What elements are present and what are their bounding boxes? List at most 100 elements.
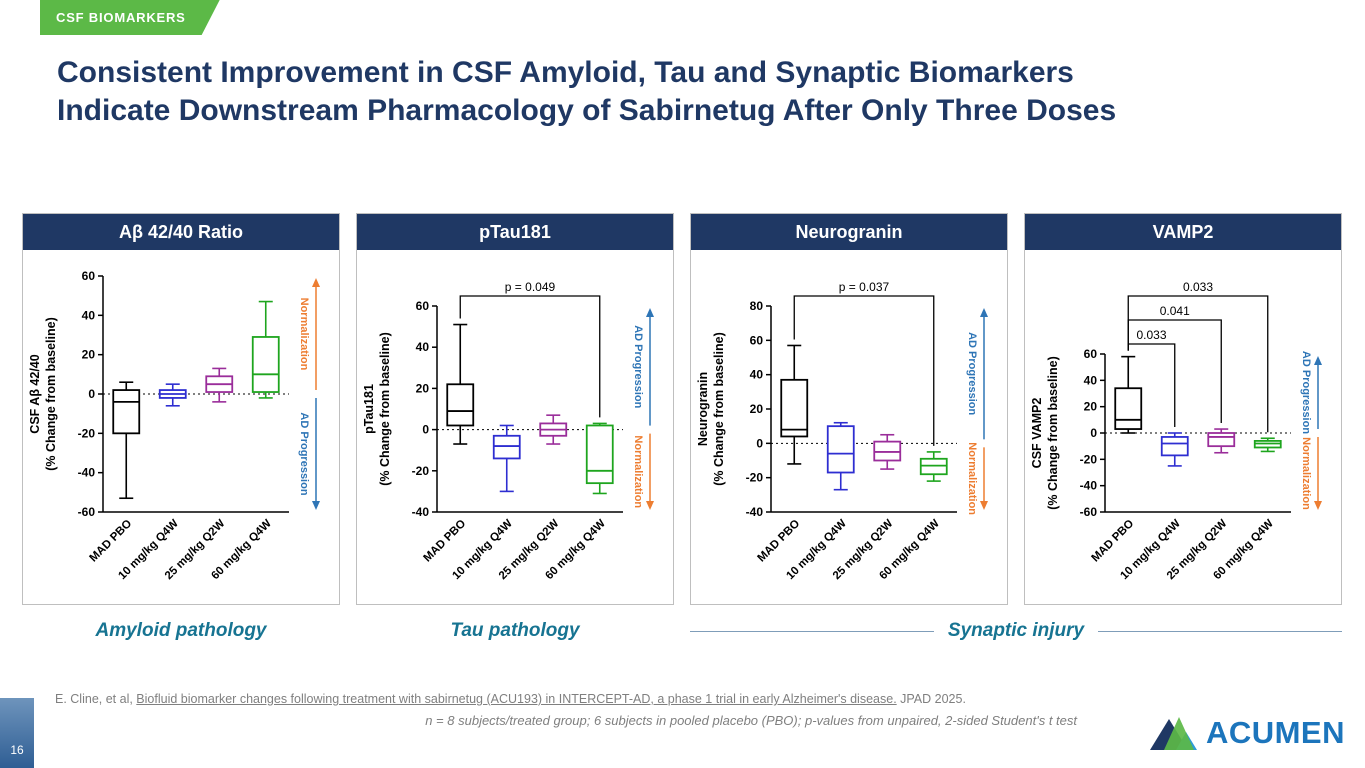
y-tick-label: 60	[750, 333, 764, 347]
normalization-annotation: Normalization	[298, 278, 320, 390]
y-tick-label: 0	[422, 423, 429, 437]
citation-prefix: E. Cline, et al,	[55, 692, 137, 706]
svg-text:Normalization: Normalization	[632, 435, 644, 508]
acumen-logo-mark-icon	[1149, 717, 1197, 750]
acumen-logo-text: ACUMEN	[1205, 715, 1345, 750]
box-group-0	[446, 323, 475, 445]
y-tick-label: 60	[416, 299, 430, 313]
y-tick-label: 40	[750, 368, 764, 382]
panel-header-ptau181: pTau181	[357, 214, 673, 250]
x-tick-label: MAD PBO	[421, 518, 468, 565]
panel-header-vamp2: VAMP2	[1025, 214, 1341, 250]
box-group-0	[112, 381, 141, 500]
svg-text:AD Progression: AD Progression	[966, 332, 978, 415]
svg-text:AD Progression: AD Progression	[1300, 351, 1312, 434]
pvalue-bracket: p = 0.049	[459, 280, 601, 418]
ad-progression-annotation: AD Progression	[632, 308, 654, 426]
svg-text:AD Progression: AD Progression	[632, 325, 644, 408]
y-axis-sublabel: (% Change from baseline)	[44, 317, 58, 471]
y-axis-label: Neurogranin	[696, 372, 710, 446]
box-group-0	[780, 344, 809, 465]
ad-progression-annotation: AD Progression	[298, 398, 320, 510]
box-group-1	[492, 424, 521, 493]
y-tick-label: 0	[1090, 426, 1097, 440]
category-label-synaptic-wrap: Synaptic injury	[690, 620, 1343, 642]
citation-article-title: Biofluid biomarker changes following tre…	[136, 692, 897, 706]
y-axis-label: pTau181	[362, 384, 376, 434]
y-axis-sublabel: (% Change from baseline)	[378, 332, 392, 486]
y-tick-label: 0	[756, 436, 763, 450]
y-tick-label: 0	[88, 387, 95, 401]
citation: E. Cline, et al, Biofluid biomarker chan…	[55, 692, 1077, 706]
category-label-tau: Tau pathology	[450, 620, 580, 641]
y-tick-label: 40	[82, 308, 96, 322]
svg-text:Normalization: Normalization	[1300, 437, 1312, 510]
methods-note: n = 8 subjects/treated group; 6 subjects…	[425, 713, 1077, 728]
page-number: 16	[10, 743, 24, 757]
y-axis-label: CSF Aβ 42/40	[28, 354, 42, 433]
divider-line-right	[1098, 630, 1343, 632]
box-group-2	[1207, 428, 1236, 454]
pvalue-label: 0.041	[1160, 304, 1190, 318]
category-label-amyloid: Amyloid pathology	[95, 620, 267, 641]
svg-text:AD Progression: AD Progression	[298, 412, 310, 495]
y-tick-label: 80	[750, 299, 764, 313]
pvalue-label: 0.033	[1183, 280, 1213, 294]
footer: E. Cline, et al, Biofluid biomarker chan…	[55, 692, 1077, 728]
y-tick-label: -20	[1080, 452, 1098, 466]
ad-progression-annotation: AD Progression	[1300, 351, 1322, 434]
category-label-synaptic: Synaptic injury	[947, 620, 1085, 641]
normalization-annotation: Normalization	[632, 433, 654, 510]
panel-header-neurogranin: Neurogranin	[691, 214, 1007, 250]
pvalue-label: 0.033	[1136, 328, 1166, 342]
box-group-3	[1253, 437, 1282, 453]
box-group-3	[585, 422, 614, 495]
y-tick-label: 40	[416, 340, 430, 354]
y-tick-label: 20	[750, 402, 764, 416]
y-tick-label: -40	[78, 466, 96, 480]
acumen-logo: ACUMEN	[1149, 714, 1345, 752]
y-tick-label: 60	[1084, 347, 1098, 361]
pvalue-bracket: p = 0.037	[793, 280, 935, 446]
box-group-2	[873, 433, 902, 470]
y-tick-label: -60	[1080, 505, 1098, 519]
y-tick-label: -40	[1080, 479, 1098, 493]
box-group-3	[251, 300, 280, 399]
slide-title: Consistent Improvement in CSF Amyloid, T…	[57, 54, 1247, 131]
csf-biomarkers-badge: CSF BIOMARKERS	[40, 0, 220, 35]
y-axis-sublabel: (% Change from baseline)	[1046, 356, 1060, 510]
pvalue-bracket: 0.033	[1127, 280, 1269, 433]
y-tick-label: -20	[78, 426, 96, 440]
normalization-annotation: Normalization	[966, 442, 988, 515]
y-tick-label: 20	[416, 381, 430, 395]
citation-suffix: JPAD 2025.	[896, 692, 966, 706]
y-tick-label: -40	[746, 505, 764, 519]
page-number-tab: 16	[0, 698, 34, 768]
svg-text:Normalization: Normalization	[298, 298, 310, 371]
pvalue-label: p = 0.049	[505, 280, 556, 294]
divider-line-left	[690, 630, 934, 632]
slide-title-line2: Indicate Downstream Pharmacology of Sabi…	[57, 94, 1117, 128]
y-axis-sublabel: (% Change from baseline)	[712, 332, 726, 486]
ad-progression-annotation: AD Progression	[966, 308, 988, 440]
panel-header-ab4240: Aβ 42/40 Ratio	[23, 214, 339, 250]
y-tick-label: -40	[412, 505, 430, 519]
box-group-1	[826, 421, 855, 491]
x-tick-label: MAD PBO	[87, 518, 134, 565]
badge-label: CSF BIOMARKERS	[56, 10, 186, 25]
y-axis-label: CSF VAMP2	[1030, 398, 1044, 469]
y-tick-label: 20	[1084, 400, 1098, 414]
